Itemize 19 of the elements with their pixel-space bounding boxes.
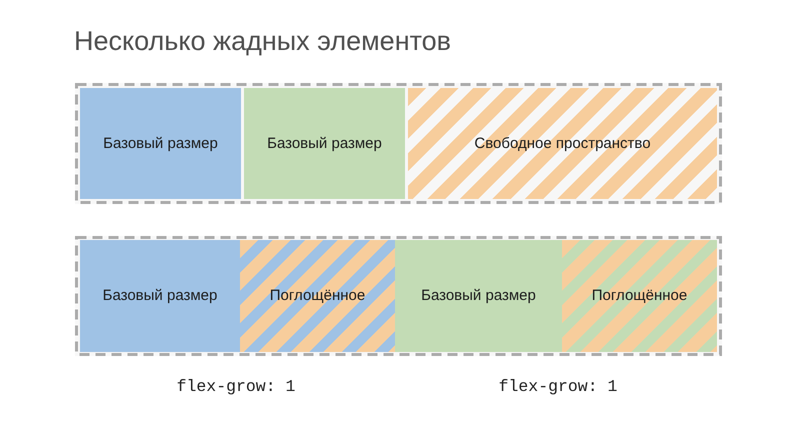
title: Несколько жадных элементов [74,25,452,58]
flex-item [395,240,562,352]
dashed-container [75,236,722,356]
area-label: Поглощённое [270,287,366,305]
flex-item [80,240,240,352]
flex-item [244,88,405,199]
area-label: Базовый размер [267,134,382,152]
area-label: Свободное пространство [474,134,651,152]
code-label: flex-grow: 1 [498,377,618,397]
code-label: flex-grow: 1 [176,377,296,397]
area-label: Базовый размер [103,134,218,152]
flex-item [80,88,241,199]
hatched-area [562,240,717,352]
hatched-area [240,240,395,352]
area-label: Базовый размер [102,287,218,305]
dashed-container [75,83,722,204]
hatched-area [408,88,717,199]
area-label: Поглощённое [592,287,688,305]
area-label: Базовый размер [421,287,536,305]
